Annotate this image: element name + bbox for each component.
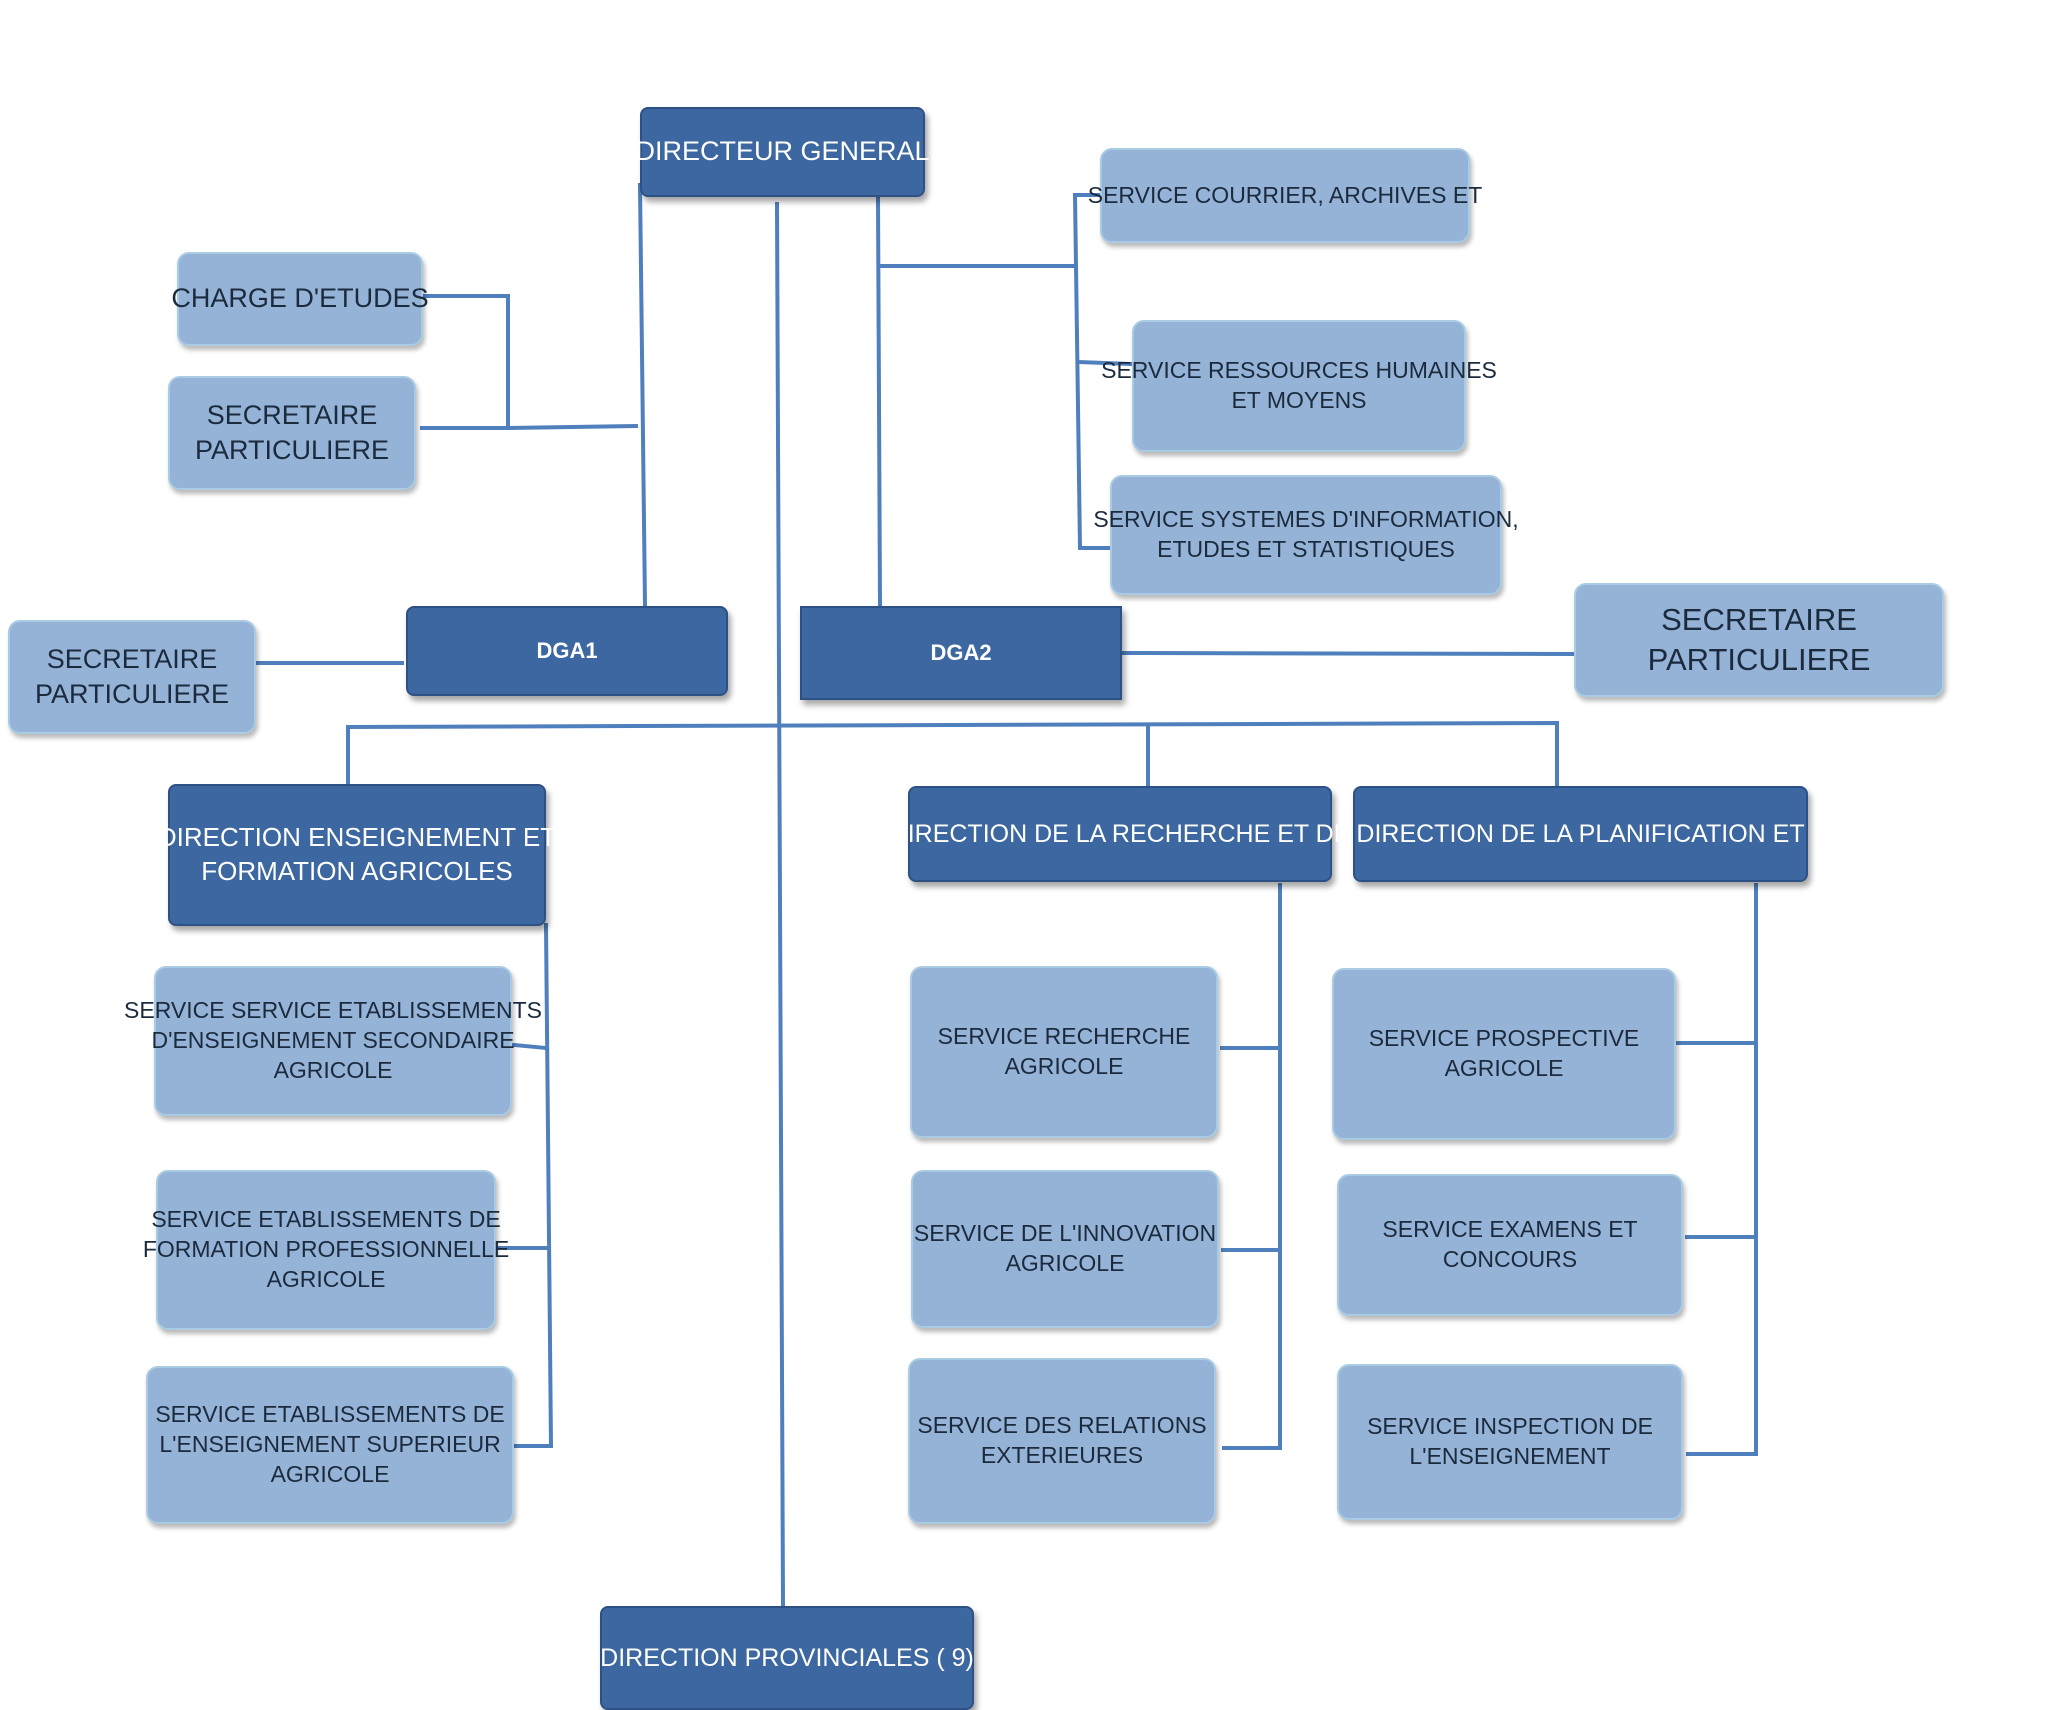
node-text-line: SECRETAIRE <box>1661 601 1857 637</box>
node-text-line: AGRICOLE <box>1005 1250 1125 1276</box>
service-si-box: SERVICE SYSTEMES D'INFORMATION, ETUDES E… <box>1093 475 1519 595</box>
node-text-line: AGRICOLE <box>273 1056 393 1083</box>
direction-recherche-box: DIRECTION DE LA RECHERCHE ET DE <box>890 786 1350 882</box>
node-text-line: SERVICE DE L'INNOVATION <box>913 1220 1217 1247</box>
dga2-box: DGA2 <box>800 606 1122 700</box>
node-text-line: PARTICULIERE <box>1647 642 1871 677</box>
node-text-line: DIRECTION DE LA PLANIFICATION ET <box>1356 819 1805 848</box>
node-text-line: FORMATION PROFESSIONNELLE <box>142 1236 510 1263</box>
node-text-line: ETUDES ET STATISTIQUES <box>1157 536 1455 562</box>
node-text-line: AGRICOLE <box>1444 1055 1564 1081</box>
secretaire-dg-box: SECRETAIRE PARTICULIERE <box>168 376 416 490</box>
service-recherche-box: SERVICE RECHERCHE AGRICOLE <box>910 966 1218 1138</box>
node-text-line: AGRICOLE <box>1004 1053 1124 1079</box>
node-text-line: L'ENSEIGNEMENT <box>1409 1443 1611 1469</box>
node-text-line: DGA1 <box>536 637 598 663</box>
service-superieur-box: SERVICE ETABLISSEMENTS DE L'ENSEIGNEMENT… <box>146 1366 514 1524</box>
service-innovation-box: SERVICE DE L'INNOVATION AGRICOLE <box>911 1170 1219 1328</box>
node-text-line: PARTICULIERE <box>194 435 390 465</box>
node-text-line: PARTICULIERE <box>34 679 230 709</box>
direction-provinciales-box: DIRECTION PROVINCIALES ( 9) <box>600 1606 974 1710</box>
node-text-line: CONCOURS <box>1442 1246 1578 1272</box>
node-text-line: SECRETAIRE <box>206 399 378 430</box>
node-text-line: SERVICE ETABLISSEMENTS DE <box>155 1401 505 1428</box>
service-courrier-box: SERVICE COURRIER, ARCHIVES ET <box>1088 148 1482 243</box>
node-text-line: ET MOYENS <box>1231 387 1367 413</box>
charge-etudes-box: CHARGE D'ETUDES <box>171 252 429 346</box>
node-text-line: SERVICE EXAMENS ET <box>1382 1216 1638 1243</box>
dga1-box: DGA1 <box>406 606 728 696</box>
service-relations-box: SERVICE DES RELATIONS EXTERIEURES <box>908 1358 1216 1524</box>
service-prospective-box: SERVICE PROSPECTIVE AGRICOLE <box>1332 968 1676 1140</box>
node-text-line: SERVICE DES RELATIONS <box>917 1412 1207 1439</box>
service-professionnelle-box: SERVICE ETABLISSEMENTS DE FORMATION PROF… <box>143 1170 509 1330</box>
service-inspection-box: SERVICE INSPECTION DE L'ENSEIGNEMENT <box>1337 1364 1683 1520</box>
node-text-line: SERVICE INSPECTION DE <box>1367 1413 1653 1440</box>
node-text-line: DIRECTEUR GENERAL <box>635 136 930 167</box>
service-secondaire-box: SERVICE SERVICE ETABLISSEMENTS D'ENSEIGN… <box>124 966 542 1116</box>
node-text-line: SERVICE RECHERCHE <box>937 1023 1191 1050</box>
node-text-line: SERVICE RESSOURCES HUMAINES <box>1101 357 1497 384</box>
secretaire-dga1-box: SECRETAIRE PARTICULIERE <box>8 620 256 734</box>
node-text-line: CHARGE D'ETUDES <box>171 283 429 314</box>
service-examens-box: SERVICE EXAMENS ET CONCOURS <box>1337 1174 1683 1316</box>
service-rh-box: SERVICE RESSOURCES HUMAINES ET MOYENS <box>1101 320 1497 452</box>
node-text-line: SERVICE SERVICE ETABLISSEMENTS <box>124 997 542 1024</box>
node-text-line: DIRECTION DE LA RECHERCHE ET DE <box>889 819 1351 848</box>
node-text-line: EXTERIEURES <box>980 1442 1144 1468</box>
node-text-line: D'ENSEIGNEMENT SECONDAIRE <box>151 1027 515 1054</box>
node-text-line: AGRICOLE <box>266 1265 386 1292</box>
node-text-line: SECRETAIRE <box>46 643 218 674</box>
node-text-line: SERVICE ETABLISSEMENTS DE <box>151 1206 501 1233</box>
node-text-line: DIRECTION ENSEIGNEMENT ET <box>157 822 557 853</box>
node-text-line: SERVICE PROSPECTIVE <box>1368 1025 1640 1052</box>
secretaire-dga2-box: SECRETAIRE PARTICULIERE <box>1574 583 1944 697</box>
node-text-line: DIRECTION PROVINCIALES ( 9) <box>600 1643 974 1672</box>
node-text-line: DGA2 <box>930 639 992 665</box>
node-text-line: FORMATION AGRICOLES <box>201 856 513 886</box>
direction-enseignement-box: DIRECTION ENSEIGNEMENT ET FORMATION AGRI… <box>158 784 556 926</box>
node-text-line: SERVICE SYSTEMES D'INFORMATION, <box>1093 506 1519 533</box>
directeur-general-box: DIRECTEUR GENERAL <box>635 107 930 197</box>
node-text-line: AGRICOLE <box>270 1460 390 1487</box>
direction-planification-box: DIRECTION DE LA PLANIFICATION ET <box>1353 786 1808 882</box>
node-text-line: L'ENSEIGNEMENT SUPERIEUR <box>159 1431 501 1458</box>
node-text-line: SERVICE COURRIER, ARCHIVES ET <box>1087 181 1483 208</box>
